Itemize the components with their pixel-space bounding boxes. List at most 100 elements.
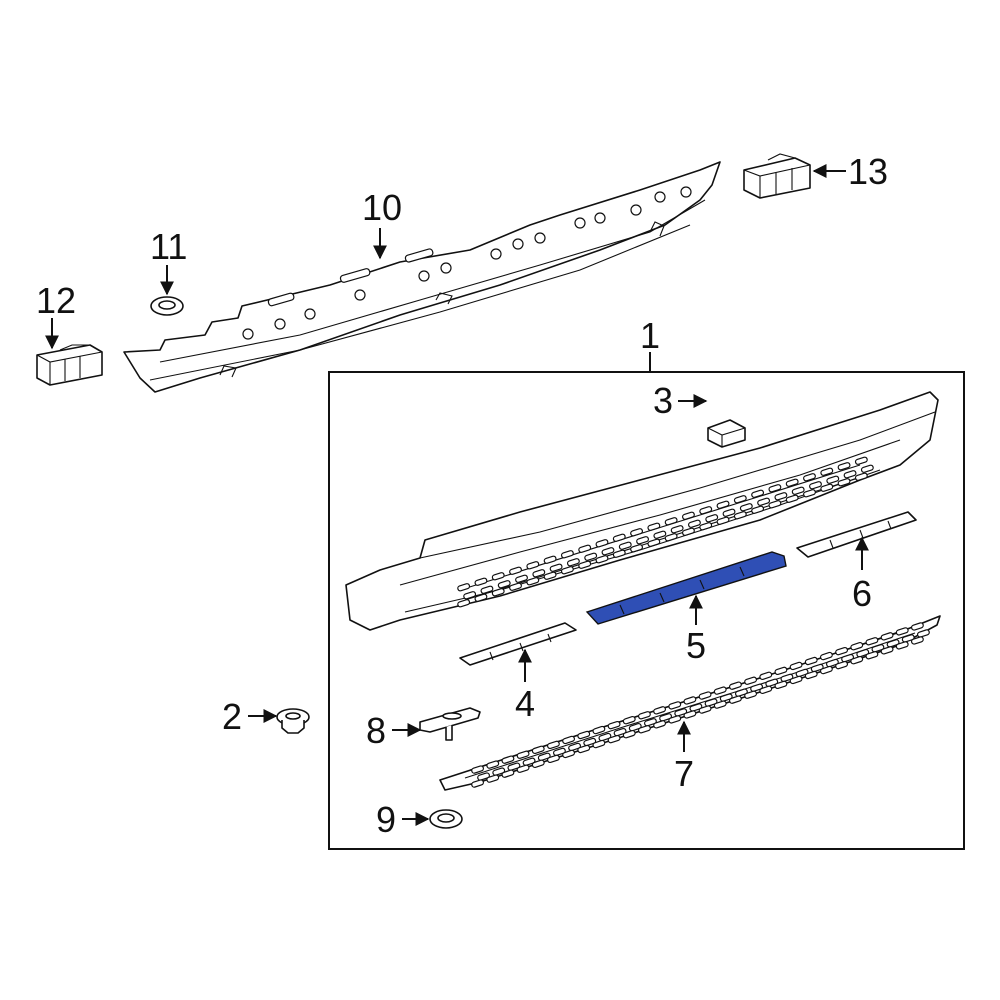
- slot: [910, 622, 924, 631]
- slot: [562, 749, 576, 759]
- slot: [682, 527, 695, 536]
- slot: [901, 634, 915, 643]
- part-3-clip[interactable]: [707, 419, 746, 448]
- slot: [628, 723, 642, 732]
- slot: [643, 718, 657, 727]
- callout-3: 3: [653, 380, 673, 421]
- callout-6: 6: [852, 573, 872, 614]
- slot: [507, 762, 521, 771]
- slot: [819, 651, 833, 661]
- slot: [688, 519, 701, 528]
- leader-lines: [45, 164, 869, 826]
- slot: [804, 656, 818, 666]
- slot: [819, 665, 833, 675]
- slot: [668, 701, 682, 710]
- slot: [865, 637, 879, 646]
- part-5-step-pad[interactable]: [585, 551, 787, 625]
- slot: [501, 755, 515, 764]
- slot: [653, 720, 667, 729]
- slot: [647, 522, 661, 531]
- part-8-clip[interactable]: [419, 707, 481, 741]
- callout-5: 5: [686, 625, 706, 666]
- slot: [751, 489, 765, 498]
- slot: [768, 484, 782, 493]
- slot: [716, 516, 730, 525]
- slot: [668, 715, 682, 724]
- slot: [546, 740, 560, 750]
- slot: [856, 649, 870, 658]
- slot: [734, 688, 748, 697]
- part-4-step-pad[interactable]: [459, 622, 577, 666]
- slot: [471, 765, 485, 774]
- slot: [699, 522, 713, 531]
- slot: [612, 549, 626, 558]
- slot: [637, 725, 651, 734]
- slot: [560, 550, 574, 559]
- part-13-end-block[interactable]: [743, 153, 811, 199]
- slot: [613, 727, 627, 737]
- slot: [647, 538, 661, 547]
- slot: [837, 478, 851, 487]
- callout-12: 12: [36, 280, 76, 321]
- slot: [809, 481, 822, 490]
- slot: [850, 656, 864, 665]
- slot: [664, 533, 678, 542]
- part-10-rocker-reinforcement[interactable]: [123, 161, 721, 393]
- slot: [774, 666, 788, 676]
- slot: [664, 517, 678, 526]
- slot: [516, 764, 530, 773]
- slot: [689, 703, 703, 712]
- slot: [653, 706, 667, 715]
- slot: [566, 558, 580, 567]
- slot: [750, 683, 764, 692]
- slot: [659, 713, 673, 722]
- slot: [595, 555, 609, 564]
- slot: [562, 735, 576, 745]
- part-11-grommet[interactable]: [150, 296, 184, 316]
- slot: [522, 757, 536, 766]
- slot: [682, 511, 695, 520]
- slot: [854, 456, 868, 465]
- slot: [880, 646, 894, 655]
- slot: [728, 695, 742, 704]
- part-2-nut[interactable]: [276, 708, 310, 734]
- slot: [532, 569, 546, 578]
- slot: [850, 642, 864, 651]
- slot: [765, 678, 779, 687]
- slot: [577, 730, 591, 740]
- slot: [471, 779, 485, 788]
- callout-labels: 1 2 3 4 5 6 7 8 9 10 11 12 13: [36, 151, 888, 840]
- slot: [618, 541, 632, 550]
- callout-10: 10: [362, 187, 402, 228]
- slot: [670, 525, 684, 534]
- running-board-slot-pattern: [457, 456, 874, 608]
- part-9-grommet[interactable]: [429, 809, 463, 829]
- slot: [820, 483, 834, 492]
- slot: [733, 495, 747, 504]
- slot: [683, 696, 697, 705]
- slot: [843, 470, 857, 479]
- slot: [789, 661, 803, 671]
- slot: [560, 566, 574, 575]
- slot: [757, 497, 771, 506]
- slot: [497, 580, 511, 589]
- slot: [612, 533, 626, 542]
- slot: [601, 547, 615, 556]
- slot: [607, 720, 621, 730]
- slot: [895, 641, 909, 650]
- slot: [820, 467, 834, 476]
- part-6-step-pad[interactable]: [796, 511, 917, 558]
- slot: [871, 644, 885, 653]
- slot: [592, 725, 606, 735]
- part-12-end-block[interactable]: [36, 344, 103, 386]
- slot: [841, 653, 855, 663]
- callout-8: 8: [366, 710, 386, 751]
- slot: [474, 593, 488, 602]
- slot: [622, 716, 636, 725]
- slot: [810, 663, 824, 673]
- slot: [698, 705, 712, 714]
- slot: [474, 577, 488, 586]
- slot: [543, 571, 557, 580]
- callout-1: 1: [640, 315, 660, 356]
- slot: [728, 681, 742, 690]
